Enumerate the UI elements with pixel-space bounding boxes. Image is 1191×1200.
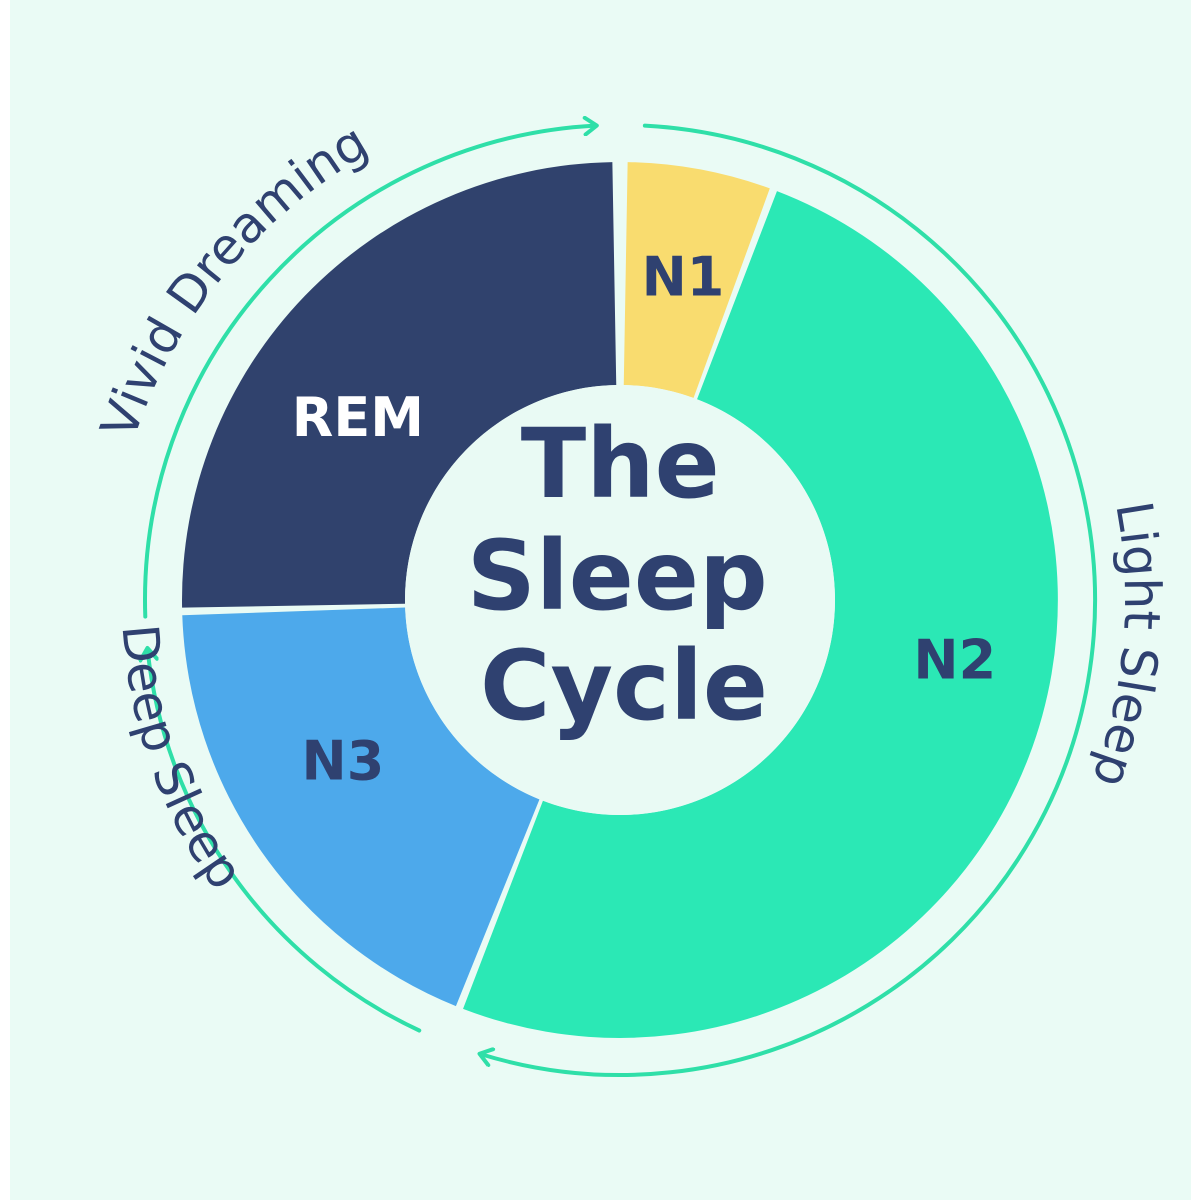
center-title-line-1: The	[521, 408, 720, 520]
segment-label-n3: N3	[302, 729, 385, 792]
cycle-arrow-light	[481, 123, 1098, 1077]
segment-label-n2: N2	[913, 629, 996, 692]
center-title: The Sleep Cycle	[467, 408, 774, 742]
segment-label-n1: N1	[642, 246, 725, 309]
cycle-arrow-deep	[148, 650, 422, 1033]
segment-n3	[182, 607, 540, 1007]
segment-label-rem: REM	[292, 386, 424, 449]
cycle-arrow-vivid	[143, 126, 595, 619]
center-title-line-3: Cycle	[480, 630, 768, 742]
center-disc	[405, 385, 835, 815]
segment-rem	[182, 162, 617, 608]
stage-ring	[182, 162, 1058, 1038]
center-title-line-2: Sleep	[467, 520, 768, 632]
segment-n2	[463, 191, 1058, 1038]
cycle-arrows	[143, 123, 1098, 1077]
segment-n1	[623, 162, 770, 398]
